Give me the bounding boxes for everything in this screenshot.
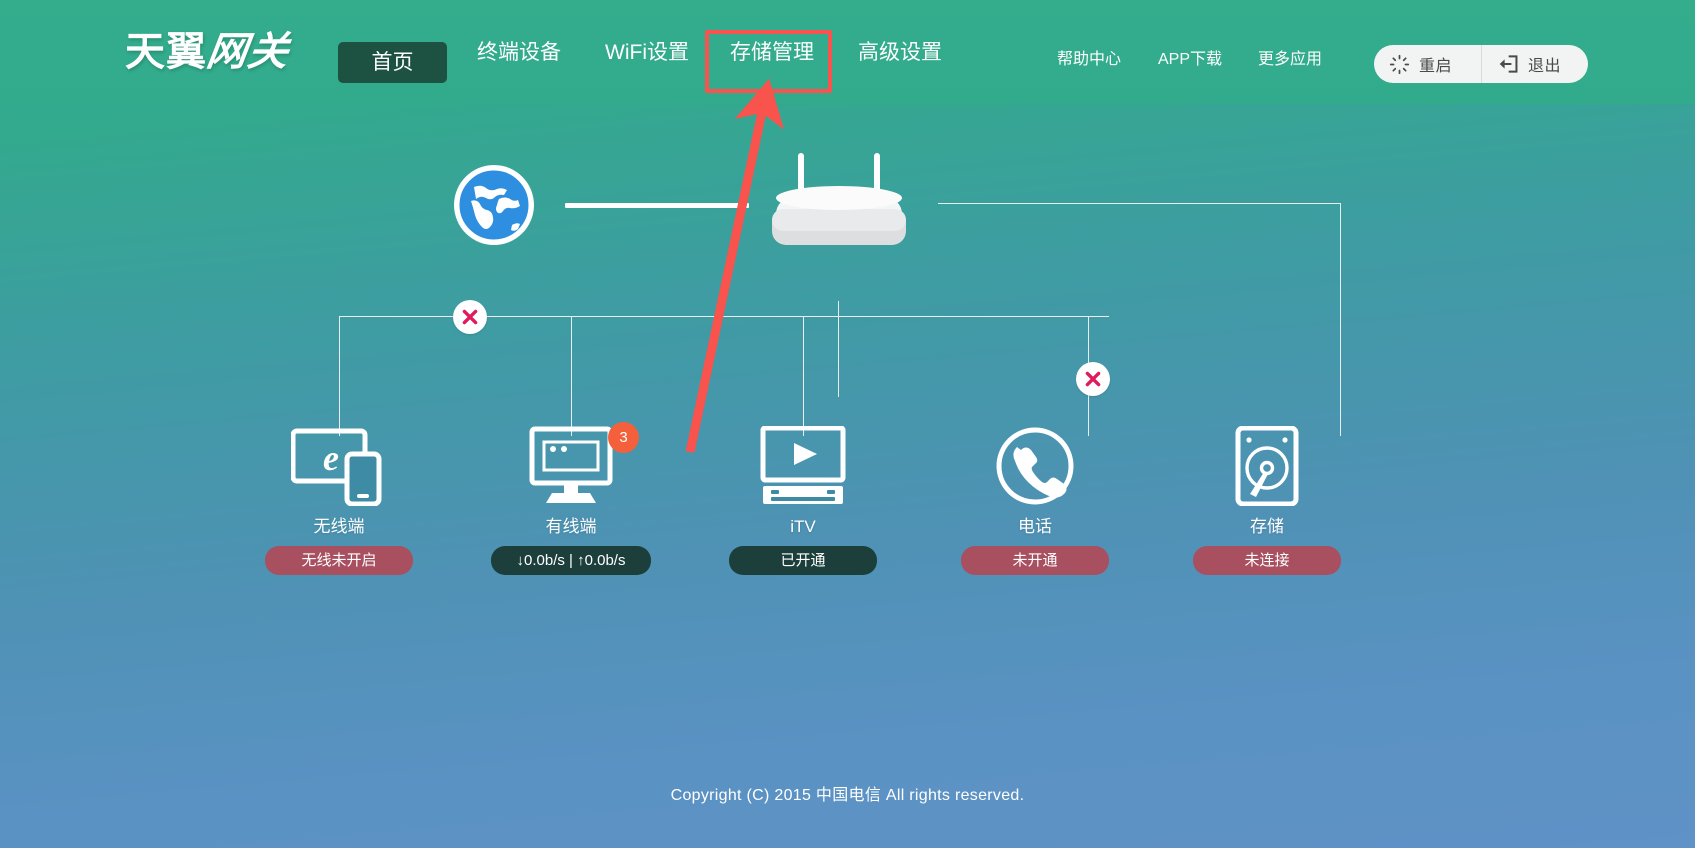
gateway-trunk-line: [838, 301, 839, 397]
brand-logo-text: 天翼: [125, 30, 207, 74]
x-circle-icon-wireless: [453, 300, 487, 334]
restart-button[interactable]: 重启: [1374, 45, 1481, 83]
nav-item-wifi-settings[interactable]: WiFi设置: [605, 40, 689, 66]
topology-node-itv-status: 已开通: [729, 546, 877, 575]
network-topology-diagram: e 无线端 无线未开启 3 有线端: [0, 104, 1695, 744]
wireless-drop-line: [339, 316, 340, 436]
logout-arrow-icon: [1497, 54, 1519, 74]
topology-node-phone-label: 电话: [1018, 517, 1052, 536]
topology-node-storage-label: 存储: [1250, 517, 1284, 536]
nav-item-advanced-settings[interactable]: 高级设置: [858, 40, 942, 66]
wan-link-line: [565, 203, 749, 208]
tv-play-icon: [703, 422, 903, 506]
spinner-icon: [1389, 54, 1410, 75]
nav-item-home[interactable]: 首页: [338, 42, 447, 83]
storage-management-highlight-box: [705, 30, 832, 93]
nav-item-storage-management[interactable]: 存储管理: [730, 40, 814, 66]
brand-logo[interactable]: 天翼网关: [125, 29, 293, 75]
topology-node-itv-label: iTV: [790, 517, 816, 536]
topology-node-wireless-status: 无线未开启: [265, 546, 413, 575]
topology-node-storage-status: 未连接: [1193, 546, 1341, 575]
svg-text:e: e: [323, 438, 339, 478]
nav-item-advanced-settings-label: 高级设置: [858, 41, 942, 64]
nav-item-help-center[interactable]: 帮助中心: [1057, 50, 1121, 70]
top-header-bar: 天翼网关 首页 终端设备 WiFi设置 存储管理 高级设置 帮助中心 APP下载…: [0, 0, 1695, 104]
storage-branch-horizontal-line: [938, 203, 1341, 204]
topology-node-wired-status: ↓0.0b/s | ↑0.0b/s: [491, 546, 651, 575]
topology-node-wireless-label: 无线端: [313, 517, 365, 536]
wireless-device-icon: e: [239, 422, 439, 506]
nav-item-wifi-settings-label: WiFi设置: [605, 41, 689, 64]
globe-icon: [452, 163, 536, 247]
hard-disk-icon: [1167, 422, 1367, 506]
header-action-buttons: 重启 退出: [1374, 45, 1588, 83]
nav-item-more-apps-label: 更多应用: [1258, 51, 1323, 68]
topology-node-storage[interactable]: 存储 未连接: [1167, 422, 1367, 575]
copyright-text: Copyright (C) 2015 中国电信 All rights reser…: [670, 787, 1025, 804]
logout-button-label: 退出: [1528, 58, 1562, 75]
topology-node-wired[interactable]: 3 有线端 ↓0.0b/s | ↑0.0b/s: [471, 422, 671, 575]
nav-item-more-apps[interactable]: 更多应用: [1258, 50, 1322, 70]
nav-item-app-download-label: APP下载: [1158, 51, 1223, 68]
nav-item-help-center-label: 帮助中心: [1057, 51, 1122, 68]
nav-item-home-label: 首页: [371, 51, 414, 74]
nav-item-terminal-devices-label: 终端设备: [477, 41, 561, 64]
telephone-icon: [935, 422, 1135, 506]
nav-item-storage-management-label: 存储管理: [730, 41, 814, 64]
topology-node-phone-status: 未开通: [961, 546, 1109, 575]
topology-node-itv[interactable]: iTV 已开通: [703, 422, 903, 575]
storage-branch-vertical-line: [1340, 203, 1341, 436]
logout-button[interactable]: 退出: [1481, 45, 1588, 83]
desktop-monitor-icon: 3: [471, 422, 671, 506]
router-icon: [770, 149, 908, 254]
x-circle-icon-phone: [1076, 362, 1110, 396]
restart-button-label: 重启: [1419, 58, 1453, 75]
topology-node-phone[interactable]: 电话 未开通: [935, 422, 1135, 575]
nav-item-terminal-devices[interactable]: 终端设备: [477, 40, 561, 66]
itv-drop-line: [803, 316, 804, 436]
topology-node-wireless[interactable]: e 无线端 无线未开启: [239, 422, 439, 575]
topology-node-wired-label: 有线端: [545, 517, 597, 536]
page-footer: Copyright (C) 2015 中国电信 All rights reser…: [0, 738, 1695, 848]
wired-drop-line: [571, 316, 572, 436]
nav-item-app-download[interactable]: APP下载: [1158, 50, 1222, 70]
wired-device-count-badge: 3: [608, 422, 639, 453]
brand-logo-text-italic: 网关: [203, 30, 293, 74]
